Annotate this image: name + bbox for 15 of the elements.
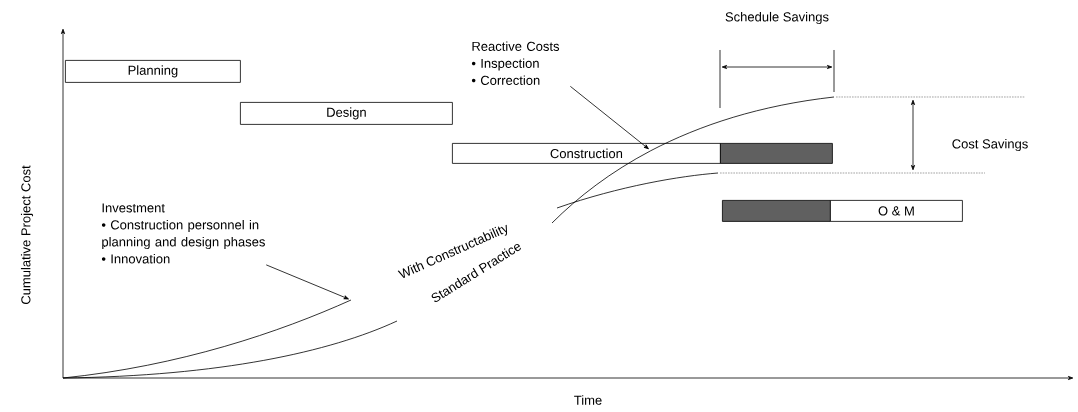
shaded-bar <box>722 200 831 222</box>
axis-label: Time <box>574 395 602 405</box>
shaded-bar <box>720 143 833 164</box>
annotation-text: Investment • Construction personnel in planning and design phases • Innovation <box>101 203 265 264</box>
axis-label: Cumulative Project Cost <box>20 165 34 305</box>
phase-bar: Design <box>240 102 453 125</box>
phase-bar: O & M <box>830 200 963 222</box>
leader-line <box>265 264 349 300</box>
cost-savings-label: Cost Savings <box>952 138 1028 152</box>
leader-line <box>569 85 649 150</box>
phase-bar: Planning <box>65 60 241 83</box>
cost-curve <box>551 150 652 224</box>
phase-bar: Construction <box>452 143 721 164</box>
annotation-text: Reactive Costs • Inspection • Correction <box>471 41 560 85</box>
schedule-savings-label: Schedule Savings <box>725 11 829 25</box>
